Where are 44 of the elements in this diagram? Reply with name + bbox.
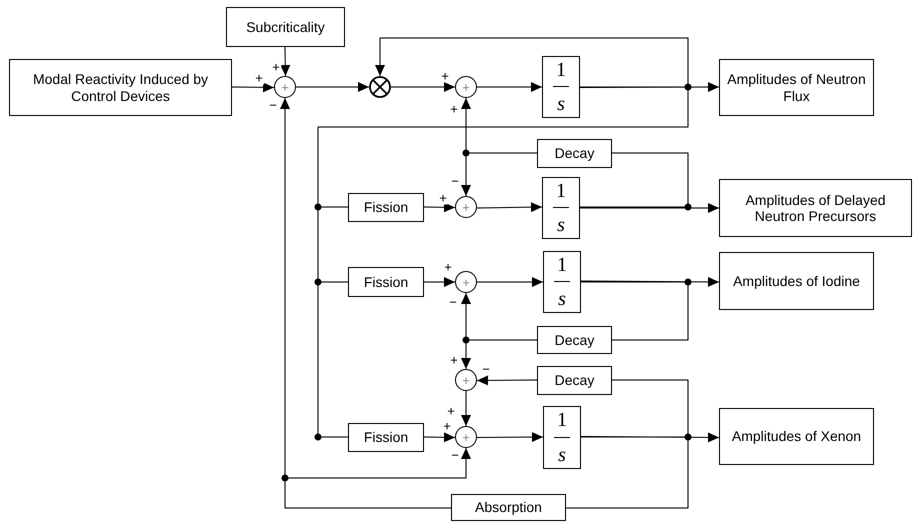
- process-box: Subcriticality: [226, 7, 345, 47]
- process-box: Amplitudes of Iodine: [719, 252, 874, 310]
- connector-arrow: [580, 203, 720, 213]
- integrator-block: 1 s: [542, 177, 580, 239]
- summing-junction: +: [274, 76, 296, 98]
- integrator-block: 1 s: [543, 406, 581, 469]
- connector-arrow: [476, 432, 544, 442]
- connector-line: [318, 86, 688, 438]
- process-box: Amplitudes of Neutron Flux: [719, 59, 874, 116]
- process-box: Amplitudes of Xenon: [719, 408, 874, 465]
- connector-arrow: [476, 375, 538, 386]
- process-box: Modal Reactivity Induced by Control Devices: [9, 59, 232, 116]
- process-box: Decay: [537, 326, 612, 354]
- connector-arrow: [580, 276, 720, 287]
- integrator-block: 1 s: [543, 251, 581, 313]
- process-box: Fission: [348, 267, 424, 297]
- connector-line: [580, 152, 688, 208]
- process-box: Amplitudes of Delayed Neutron Precursors: [719, 179, 912, 237]
- connector-arrow: [580, 82, 720, 92]
- connector-arrow: [476, 277, 544, 287]
- process-box: Fission: [348, 423, 424, 452]
- process-box: Absorption: [451, 494, 566, 521]
- process-box: Fission: [348, 193, 424, 222]
- connector-arrow: [232, 82, 274, 92]
- summing-junction: +: [455, 369, 477, 391]
- multiplier-junction: [369, 76, 391, 98]
- connector-arrow: [461, 390, 471, 426]
- connector-arrow: [424, 202, 456, 212]
- summing-junction: +: [455, 426, 477, 448]
- connector-line: [580, 282, 688, 340]
- connector-arrow: [424, 277, 456, 287]
- summing-junction: +: [455, 196, 477, 218]
- connector-arrow: [476, 202, 542, 212]
- connector-arrow: [280, 46, 290, 76]
- process-box: Decay: [537, 139, 612, 168]
- integrator-block: 1 s: [542, 56, 580, 118]
- connector-arrow: [424, 432, 456, 442]
- connector-arrow: [390, 82, 456, 92]
- summing-junction: +: [455, 76, 477, 98]
- connector-arrow: [580, 432, 720, 442]
- process-box: Decay: [537, 366, 612, 395]
- summing-junction: +: [455, 271, 477, 293]
- connector-arrow: [476, 82, 542, 92]
- connector-arrow: [296, 82, 370, 92]
